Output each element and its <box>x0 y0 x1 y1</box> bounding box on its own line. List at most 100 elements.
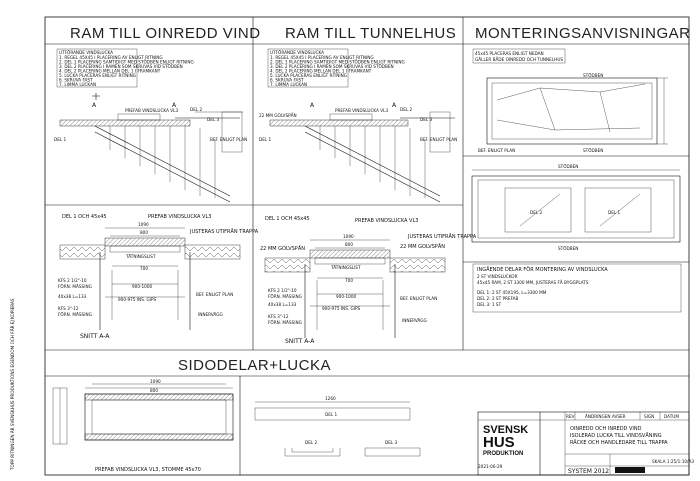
header-montering: MONTERINGSANVISNINGAR <box>475 25 691 42</box>
svg-text:4. DEL 2 PLACERING MELLAN DEL: 4. DEL 2 PLACERING MELLAN DEL 1 I FRAMKA… <box>270 69 372 74</box>
svg-text:BEF. ENLIGT PLAN: BEF. ENLIGT PLAN <box>196 292 233 297</box>
svg-text:PRODUKTION: PRODUKTION <box>483 451 523 457</box>
svg-text:800: 800 <box>345 242 353 247</box>
svg-text:7. LIMMA LUCKAN: 7. LIMMA LUCKAN <box>59 82 96 87</box>
svg-text:22 MM GOLVSPÅN: 22 MM GOLVSPÅN <box>259 113 297 118</box>
svg-text:A: A <box>392 102 397 109</box>
section-marker-a-right: A <box>172 102 177 109</box>
section-aa-mid <box>264 239 446 338</box>
header-tunnelhus: RAM TILL TUNNELHUS <box>285 25 456 42</box>
svg-text:700: 700 <box>140 266 148 271</box>
prefab-caption: PREFAB VINDSLUCKA VL3, STOMME 45x70 <box>95 467 201 473</box>
svg-text:DEL 1: 2 ST 45X195, L=3300 MM: DEL 1: 2 ST 45X195, L=3300 MM <box>477 290 547 295</box>
svg-text:45x45 RAM, 2 ST 3300 MM, JUSTE: 45x45 RAM, 2 ST 3300 MM, JUSTERAS FÅ BYG… <box>477 280 589 285</box>
svg-text:GÄLLER BÅDE OINREDD OCH TUNNEL: GÄLLER BÅDE OINREDD OCH TUNNELHUS <box>475 57 563 62</box>
svg-text:6. SKRUVA FAST: 6. SKRUVA FAST <box>270 78 304 83</box>
svg-text:DEL 1: DEL 1 <box>54 137 67 142</box>
drawing-title: OINREDD OCH INREDD VIND <box>570 426 642 432</box>
sheet-border <box>44 16 690 476</box>
svg-text:STÖDBEN: STÖDBEN <box>558 246 578 251</box>
svg-text:3. DEL 2 PLACERING I RAMEN SOM: 3. DEL 2 PLACERING I RAMEN SOM SKRUVAS V… <box>59 64 183 69</box>
svg-text:45x45 PLACERAS ENLIGT NEDAN: 45x45 PLACERAS ENLIGT NEDAN <box>475 51 544 56</box>
header-oinredd: RAM TILL OINREDD VIND <box>70 25 261 42</box>
svg-text:900-1000: 900-1000 <box>336 294 356 299</box>
company-logo: SVENSK <box>483 424 528 436</box>
part-del3 <box>364 447 421 457</box>
svg-text:BEF. ENLIGT PLAN: BEF. ENLIGT PLAN <box>210 137 247 142</box>
svg-text:REV: REV <box>566 414 575 419</box>
svg-text:A: A <box>310 102 315 109</box>
system-label: SYSTEM 2012 <box>568 468 609 475</box>
svg-text:SIGN: SIGN <box>644 414 654 419</box>
drawing-date: 2021-06-29 <box>478 464 503 469</box>
snitt-label-left: SNITT A-A <box>80 333 110 340</box>
svg-text:STÖDBEN: STÖDBEN <box>558 164 578 169</box>
redacted-mark <box>615 467 645 473</box>
svg-text:DEL 2: DEL 2 <box>530 210 543 215</box>
svg-text:DEL 1 OCH 45x45: DEL 1 OCH 45x45 <box>265 216 310 222</box>
svg-text:DEL 1 OCH 45x45: DEL 1 OCH 45x45 <box>62 214 107 220</box>
svg-text:5. LUCKA PLACERAS ENLIGT RITNI: 5. LUCKA PLACERAS ENLIGT RITNING <box>270 73 347 78</box>
svg-text:BEF. ENLIGT PLAN: BEF. ENLIGT PLAN <box>420 137 457 142</box>
svg-text:1260: 1260 <box>325 396 336 401</box>
svg-text:40x38 L=133: 40x38 L=133 <box>268 302 297 307</box>
title-block <box>477 411 690 476</box>
montering-plan-top <box>486 77 668 145</box>
side-note: TOPP RITNINGEN ÄR SVENSKHUS PRODUKTIONS … <box>10 298 15 471</box>
svg-text:JUSTERAS UTIFRÅN TRAPPA: JUSTERAS UTIFRÅN TRAPPA <box>189 228 259 235</box>
stair-mid <box>304 125 441 203</box>
side-profile <box>52 387 68 445</box>
svg-text:PREFAB VINDSLUCKA VL3: PREFAB VINDSLUCKA VL3 <box>125 108 178 113</box>
svg-text:DEL 3: DEL 3 <box>207 117 220 122</box>
svg-text:1090: 1090 <box>343 234 354 239</box>
section-marker-a: A <box>92 102 97 109</box>
svg-text:DEL 2: DEL 2 <box>400 107 413 112</box>
svg-text:UTFÖRANDE VINDSLUCKA: UTFÖRANDE VINDSLUCKA <box>270 50 324 55</box>
svg-text:DEL 3: DEL 3 <box>385 440 398 445</box>
svg-text:5. LUCKA PLACERAS ENLIGT RITNI: 5. LUCKA PLACERAS ENLIGT RITNING <box>59 73 136 78</box>
svg-text:7. LIMMA LUCKAN: 7. LIMMA LUCKAN <box>270 82 307 87</box>
svg-text:6. SKRUVA FAST: 6. SKRUVA FAST <box>59 78 93 83</box>
svg-text:900-975 INS. GIPS: 900-975 INS. GIPS <box>118 297 157 302</box>
floor-slab-mid <box>269 119 409 127</box>
svg-text:KFS 2 1/2"-10: KFS 2 1/2"-10 <box>268 288 297 293</box>
svg-text:2. DEL 1 PLACERING SAMTIDIGT M: 2. DEL 1 PLACERING SAMTIDIGT MED STÖDBEN… <box>59 60 194 65</box>
svg-text:PREFAB VINDSLUCKA VL3: PREFAB VINDSLUCKA VL3 <box>335 108 388 113</box>
notes-box-mid <box>267 48 349 88</box>
notes-mid: UTFÖRANDE VINDSLUCKA 1. REGEL 45X45 I PL… <box>270 50 405 87</box>
svg-text:1090: 1090 <box>138 222 149 227</box>
svg-text:900-975 INS. GIPS: 900-975 INS. GIPS <box>322 306 361 311</box>
svg-text:1090: 1090 <box>150 379 161 384</box>
svg-text:FÖRN. MÄSSING: FÖRN. MÄSSING <box>268 320 302 325</box>
montering-plan-bottom <box>471 169 681 243</box>
svg-text:INNERVÄGG: INNERVÄGG <box>402 318 427 323</box>
svg-text:UTFÖRANDE VINDSLUCKA: UTFÖRANDE VINDSLUCKA <box>59 50 113 55</box>
svg-text:FÖRN. MÄSSING: FÖRN. MÄSSING <box>58 284 92 289</box>
svg-text:KFS 3"-12: KFS 3"-12 <box>58 306 79 311</box>
svg-text:700: 700 <box>345 278 353 283</box>
stair-left <box>94 125 231 203</box>
montering-notes-box <box>472 48 566 64</box>
svg-text:DATUM: DATUM <box>664 414 679 419</box>
svg-text:SKALA 1:25/1:10/A3: SKALA 1:25/1:10/A3 <box>652 459 694 464</box>
svg-text:DEL 3: 1 ST: DEL 3: 1 ST <box>477 302 502 307</box>
part-del1 <box>254 401 411 421</box>
svg-text:TÄTNINGSLIST: TÄTNINGSLIST <box>330 265 361 270</box>
svg-text:JUSTERAS UTIFRÅN TRAPPA: JUSTERAS UTIFRÅN TRAPPA <box>407 233 477 240</box>
header-sidodelar: SIDODELAR+LUCKA <box>178 357 331 374</box>
svg-text:INNERVÄGG: INNERVÄGG <box>198 312 223 317</box>
svg-text:40x38 L=133: 40x38 L=133 <box>58 294 87 299</box>
svg-text:KFS 3"-12: KFS 3"-12 <box>268 314 289 319</box>
svg-text:DEL 2: DEL 2 <box>190 107 203 112</box>
svg-text:1. REGEL 45X45 I PLACERING AV: 1. REGEL 45X45 I PLACERING AV ENLIGT RIT… <box>270 55 374 60</box>
svg-text:800: 800 <box>140 230 148 235</box>
svg-text:RÄCKE OCH HANDLEDARE TILL TRAP: RÄCKE OCH HANDLEDARE TILL TRAPPA <box>570 439 668 446</box>
section-aa-left <box>59 227 241 330</box>
svg-text:ISOLERAD LUCKA TILL VINDSVÅNIN: ISOLERAD LUCKA TILL VINDSVÅNING <box>570 432 662 439</box>
notes-box-left <box>56 48 138 88</box>
svg-text:4. DEL 2 PLACERING MELLAN DEL: 4. DEL 2 PLACERING MELLAN DEL 1 I FRAMKA… <box>59 69 161 74</box>
parts-list-title: INGÅENDE DELAR FÖR MONTERING AV VINDSLUC… <box>477 266 608 273</box>
svg-text:DEL 1: DEL 1 <box>259 137 272 142</box>
svg-text:22 MM GOLVSPÅN: 22 MM GOLVSPÅN <box>400 243 445 250</box>
